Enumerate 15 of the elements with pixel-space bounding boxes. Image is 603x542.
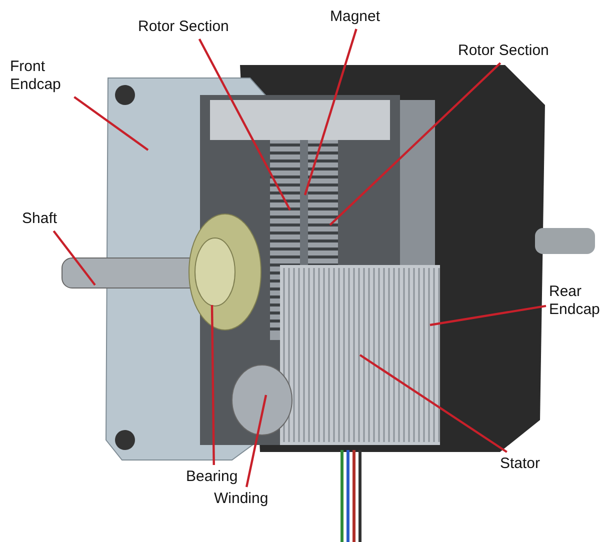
- leader-line: [210, 304, 215, 466]
- part-label: Magnet: [330, 8, 390, 26]
- leader-line: [52, 230, 96, 286]
- leader-line: [245, 394, 268, 488]
- part-label: Stator: [500, 455, 550, 473]
- part-label: Rotor Section: [458, 42, 568, 60]
- part-label: Rotor Section: [138, 18, 248, 36]
- leader-line: [198, 38, 291, 211]
- part-label: Shaft: [22, 210, 67, 228]
- part-label: Rear Endcap: [549, 283, 603, 319]
- leader-line: [74, 96, 149, 151]
- part-label: Bearing: [186, 468, 242, 486]
- part-label: Winding: [214, 490, 274, 508]
- part-label: Front Endcap: [10, 58, 80, 94]
- leader-line: [304, 28, 358, 196]
